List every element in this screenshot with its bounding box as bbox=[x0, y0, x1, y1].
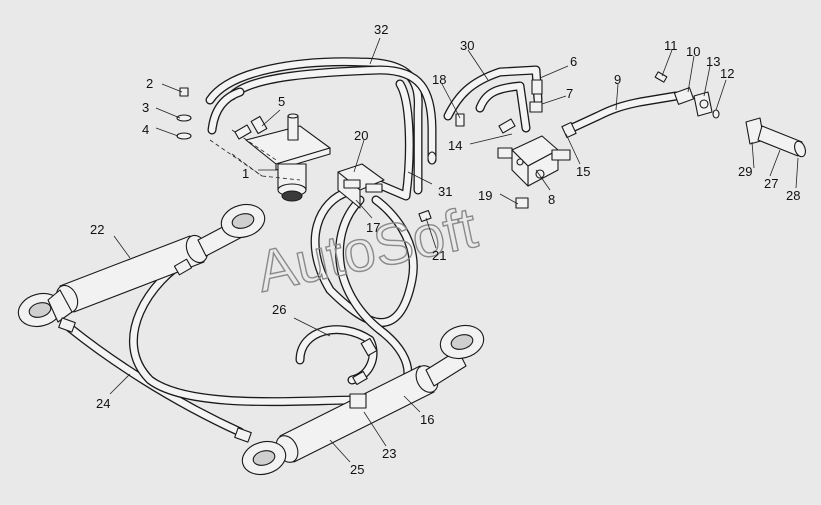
callout-18: 18 bbox=[432, 72, 446, 87]
callout-10: 10 bbox=[686, 44, 700, 59]
callout-6: 6 bbox=[570, 54, 577, 69]
small-fittings bbox=[58, 79, 577, 443]
callout-13: 13 bbox=[706, 54, 720, 69]
callout-8: 8 bbox=[548, 192, 555, 207]
callout-31: 31 bbox=[438, 184, 452, 199]
callout-26: 26 bbox=[272, 302, 286, 317]
pin-27 bbox=[745, 117, 806, 158]
callout-24: 24 bbox=[96, 396, 110, 411]
callout-12: 12 bbox=[720, 66, 734, 81]
callout-21: 21 bbox=[432, 248, 446, 263]
callout-19: 19 bbox=[478, 188, 492, 203]
leader-lines bbox=[109, 37, 799, 463]
callout-23: 23 bbox=[382, 446, 396, 461]
callout-27: 27 bbox=[764, 176, 778, 191]
callout-11: 11 bbox=[664, 38, 678, 53]
callout-4: 4 bbox=[142, 122, 149, 137]
callout-29: 29 bbox=[738, 164, 752, 179]
callout-32: 32 bbox=[374, 22, 388, 37]
callout-2: 2 bbox=[146, 76, 153, 91]
cylinder-22 bbox=[17, 203, 266, 328]
callout-14: 14 bbox=[448, 138, 462, 153]
cylinder-25 bbox=[241, 324, 485, 476]
callout-30: 30 bbox=[460, 38, 474, 53]
callout-1: 1 bbox=[242, 166, 249, 181]
valve-block-8 bbox=[497, 135, 571, 187]
callout-5: 5 bbox=[278, 94, 285, 109]
callout-22: 22 bbox=[90, 222, 104, 237]
callout-9: 9 bbox=[614, 72, 621, 87]
callout-3: 3 bbox=[142, 100, 149, 115]
fittings-10-13 bbox=[654, 71, 720, 119]
callout-16: 16 bbox=[420, 412, 434, 427]
callout-28: 28 bbox=[786, 188, 800, 203]
mount-bracket-17 bbox=[337, 163, 385, 209]
watermark: AutoSoft bbox=[251, 195, 482, 305]
callout-25: 25 bbox=[350, 462, 364, 477]
callout-15: 15 bbox=[576, 164, 590, 179]
callout-20: 20 bbox=[354, 128, 368, 143]
control-unit-1 bbox=[209, 113, 331, 202]
callout-17: 17 bbox=[366, 220, 380, 235]
callout-labels: 32 30 6 7 9 11 10 13 12 18 14 15 8 19 20… bbox=[90, 22, 800, 477]
callout-7: 7 bbox=[566, 86, 573, 101]
